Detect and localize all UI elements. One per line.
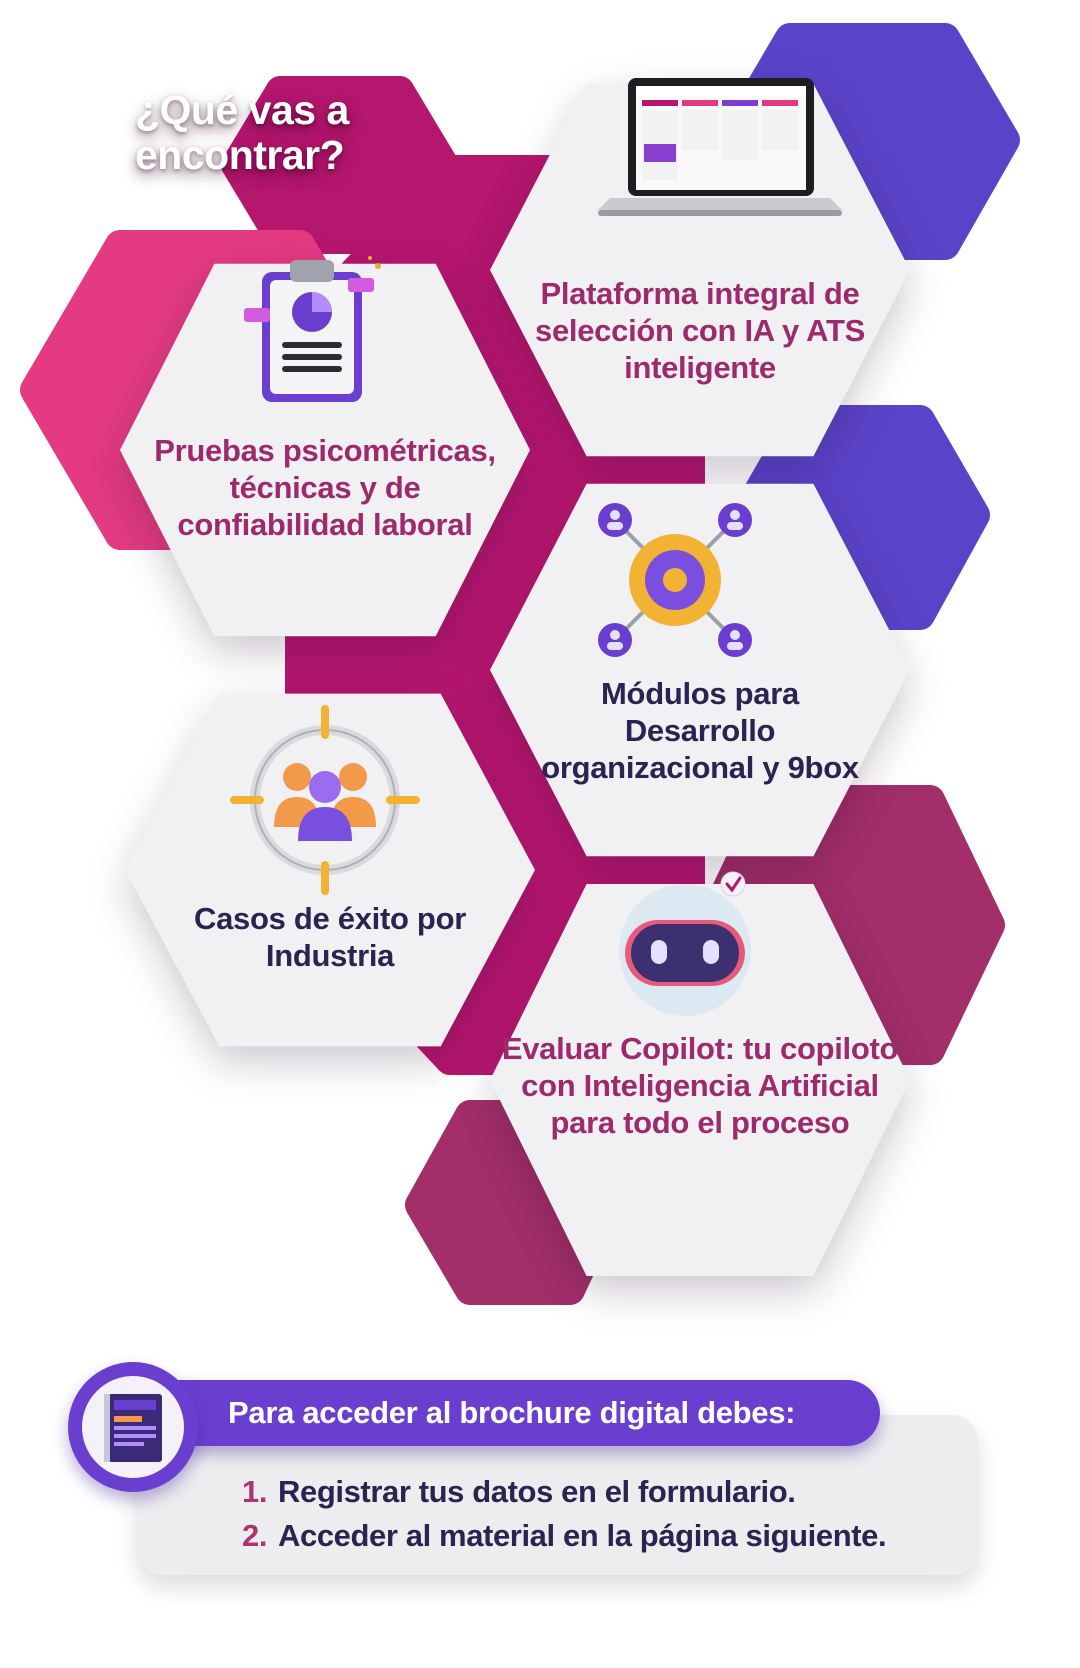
robot-icon bbox=[619, 871, 751, 1016]
feature-card-tests: Pruebas psicométricas, técnicas y de con… bbox=[120, 256, 530, 640]
access-heading-pill bbox=[120, 1380, 880, 1446]
feature-card-copilot: Evaluar Copilot: tu copiloto con Intelig… bbox=[490, 871, 910, 1280]
step-number: 1. bbox=[242, 1474, 268, 1509]
page-title: ¿Qué vas a encontrar? bbox=[135, 87, 349, 178]
access-steps: 1. Registrar tus datos en el formulario.… bbox=[242, 1470, 972, 1558]
step-number: 2. bbox=[242, 1518, 268, 1553]
access-step-1: 1. Registrar tus datos en el formulario. bbox=[242, 1470, 972, 1514]
feature-label-copilot: Evaluar Copilot: tu copiloto con Intelig… bbox=[501, 1031, 899, 1140]
brochure-icon bbox=[104, 1394, 162, 1462]
access-step-2: 2. Acceder al material en la página sigu… bbox=[242, 1514, 972, 1558]
feature-card-platform: Plataforma integral de selección con IA … bbox=[490, 78, 910, 460]
target-team-icon bbox=[230, 705, 420, 895]
feature-label-platform: Plataforma integral de selección con IA … bbox=[535, 276, 865, 385]
feature-card-cases: Casos de éxito por Industria bbox=[125, 690, 535, 1050]
feature-label-cases: Casos de éxito por Industria bbox=[194, 901, 466, 973]
feature-label-tests: Pruebas psicométricas, técnicas y de con… bbox=[154, 433, 496, 542]
step-text: Acceder al material en la página siguien… bbox=[278, 1518, 887, 1553]
feature-card-modules: Módulos para Desarrollo organizacional y… bbox=[490, 480, 910, 860]
access-heading: Para acceder al brochure digital debes: bbox=[228, 1395, 796, 1430]
step-text: Registrar tus datos en el formulario. bbox=[278, 1474, 796, 1509]
gear-network-icon bbox=[598, 503, 752, 657]
laptop-icon bbox=[598, 78, 842, 216]
clipboard-chart-icon bbox=[244, 256, 381, 402]
feature-label-modules: Módulos para Desarrollo organizacional y… bbox=[541, 676, 859, 785]
